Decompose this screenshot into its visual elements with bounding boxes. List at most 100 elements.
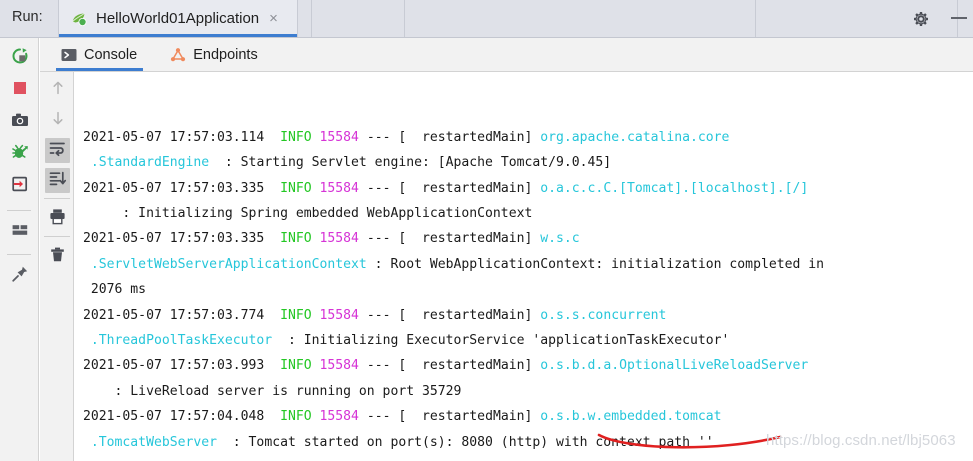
stop-button[interactable] (8, 78, 32, 102)
log-message: : Starting Servlet engine: [Apache Tomca… (209, 155, 612, 171)
scroll-to-end-button[interactable] (45, 168, 70, 193)
trash-icon (48, 245, 67, 269)
up-button[interactable] (45, 78, 70, 103)
log-timestamp: 2021-05-07 17:57:03.335 (83, 231, 281, 247)
gear-icon[interactable] (911, 9, 931, 29)
log-level: INFO (280, 231, 312, 247)
log-pid: 15584 (319, 409, 359, 425)
endpoints-graph-icon (169, 46, 187, 64)
log-timestamp: 2021-05-07 17:57:03.993 (83, 358, 281, 374)
pin-icon (10, 264, 30, 289)
log-message: 2076 ms (83, 282, 147, 298)
clear-all-button[interactable] (45, 244, 70, 269)
scroll-to-end-icon (48, 169, 67, 193)
tab-endpoints[interactable]: Endpoints (165, 38, 272, 71)
soft-wrap-icon (48, 139, 67, 163)
layout-icon (10, 220, 30, 245)
log-timestamp: 2021-05-07 17:57:03.114 (83, 129, 281, 145)
log-logger: .ServletWebServerApplicationContext (83, 256, 367, 272)
log-message: : Tomcat started on port(s): 8080 (http)… (217, 434, 714, 450)
log-message: : Initializing Spring embedded WebApplic… (83, 206, 533, 222)
log-logger: w.s.c (540, 231, 580, 247)
log-separator: --- [ restartedMain] (358, 231, 541, 247)
log-message: : Initializing ExecutorService 'applicat… (272, 333, 730, 349)
log-separator: --- [ restartedMain] (358, 358, 541, 374)
tab-console-label: Console (84, 46, 138, 63)
soft-wrap-button[interactable] (45, 138, 70, 163)
pin-button[interactable] (8, 264, 32, 288)
debug-button[interactable] (8, 142, 32, 166)
bug-icon (10, 142, 30, 167)
arrow-down-icon (49, 109, 67, 132)
log-logger: o.s.b.w.embedded.tomcat (540, 409, 722, 425)
toolbar-separator (7, 210, 31, 211)
runbar-divider (311, 0, 312, 37)
run-configuration-name: HelloWorld01Application (96, 10, 260, 27)
console-line: 2021-05-07 17:57:03.114 INFO 15584 --- [… (75, 125, 973, 150)
console-line: 2076 ms (75, 277, 973, 302)
run-actions-toolbar (0, 38, 39, 461)
console-line: 2021-05-07 17:57:04.065 INFO 15584 --- [… (75, 455, 973, 461)
log-level: INFO (280, 307, 312, 323)
console-line: 2021-05-07 17:57:03.993 INFO 15584 --- [… (75, 353, 973, 378)
log-pid: 15584 (319, 358, 359, 374)
console-line: 2021-05-07 17:57:03.774 INFO 15584 --- [… (75, 303, 973, 328)
log-message: : LiveReload server is running on port 3… (83, 383, 462, 399)
console-line: : Initializing Spring embedded WebApplic… (75, 201, 973, 226)
log-logger: o.s.b.d.a.OptionalLiveReloadServer (540, 358, 809, 374)
log-pid: 15584 (319, 231, 359, 247)
console-lines: 2021-05-07 17:57:03.114 INFO 15584 --- [… (75, 125, 973, 461)
printer-icon (48, 207, 67, 231)
spring-boot-leaf-icon (69, 9, 89, 29)
log-logger: o.a.c.c.C.[Tomcat].[localhost].[/] (540, 180, 809, 196)
log-level: INFO (280, 409, 312, 425)
log-timestamp: 2021-05-07 17:57:03.774 (83, 307, 281, 323)
log-pid: 15584 (319, 180, 359, 196)
close-icon[interactable]: × (269, 10, 278, 27)
screenshot-button[interactable] (8, 110, 32, 134)
console-actions-toolbar (40, 72, 74, 461)
console-terminal-icon (60, 46, 78, 64)
log-timestamp: 2021-05-07 17:57:04.048 (83, 409, 281, 425)
rerun-icon (10, 46, 30, 71)
log-logger: .TomcatWebServer (83, 434, 218, 450)
log-separator: --- [ restartedMain] (358, 129, 541, 145)
console-output[interactable]: 2021-05-07 17:57:03.114 INFO 15584 --- [… (75, 72, 973, 461)
log-logger: .ThreadPoolTaskExecutor (83, 333, 273, 349)
log-logger: .StandardEngine (83, 155, 210, 171)
log-separator: --- [ restartedMain] (358, 409, 541, 425)
console-tabstrip: Console Endpoints (40, 38, 973, 72)
log-timestamp: 2021-05-07 17:57:03.335 (83, 180, 281, 196)
toolbar-separator (44, 198, 70, 199)
rerun-button[interactable] (8, 46, 32, 70)
attach-button[interactable] (8, 174, 32, 198)
console-line: .ThreadPoolTaskExecutor : Initializing E… (75, 328, 973, 353)
console-line: 2021-05-07 17:57:03.335 INFO 15584 --- [… (75, 226, 973, 251)
log-message: : Root WebApplicationContext: initializa… (366, 256, 825, 272)
log-pid: 15584 (319, 129, 359, 145)
log-level: INFO (280, 358, 312, 374)
camera-icon (10, 110, 30, 135)
log-level: INFO (280, 180, 312, 196)
down-button[interactable] (45, 108, 70, 133)
tab-endpoints-label: Endpoints (193, 46, 258, 63)
layout-button[interactable] (8, 220, 32, 244)
console-line: .TomcatWebServer : Tomcat started on por… (75, 430, 973, 455)
toolbar-separator (44, 236, 70, 237)
minimize-icon[interactable] (951, 17, 967, 19)
console-line: : LiveReload server is running on port 3… (75, 379, 973, 404)
log-logger: org.apache.catalina.core (540, 129, 730, 145)
log-separator: --- [ restartedMain] (358, 307, 541, 323)
log-separator: --- [ restartedMain] (358, 180, 541, 196)
tab-console[interactable]: Console (56, 38, 151, 71)
console-line: .ServletWebServerApplicationContext : Ro… (75, 252, 973, 277)
console-line: 2021-05-07 17:57:04.048 INFO 15584 --- [… (75, 404, 973, 429)
run-configuration-tab[interactable]: HelloWorld01Application × (58, 0, 298, 37)
log-level: INFO (280, 129, 312, 145)
toolbar-separator (7, 254, 31, 255)
print-button[interactable] (45, 206, 70, 231)
stop-square-icon (10, 78, 30, 103)
log-logger: o.s.s.concurrent (540, 307, 667, 323)
runbar-divider (404, 0, 405, 37)
